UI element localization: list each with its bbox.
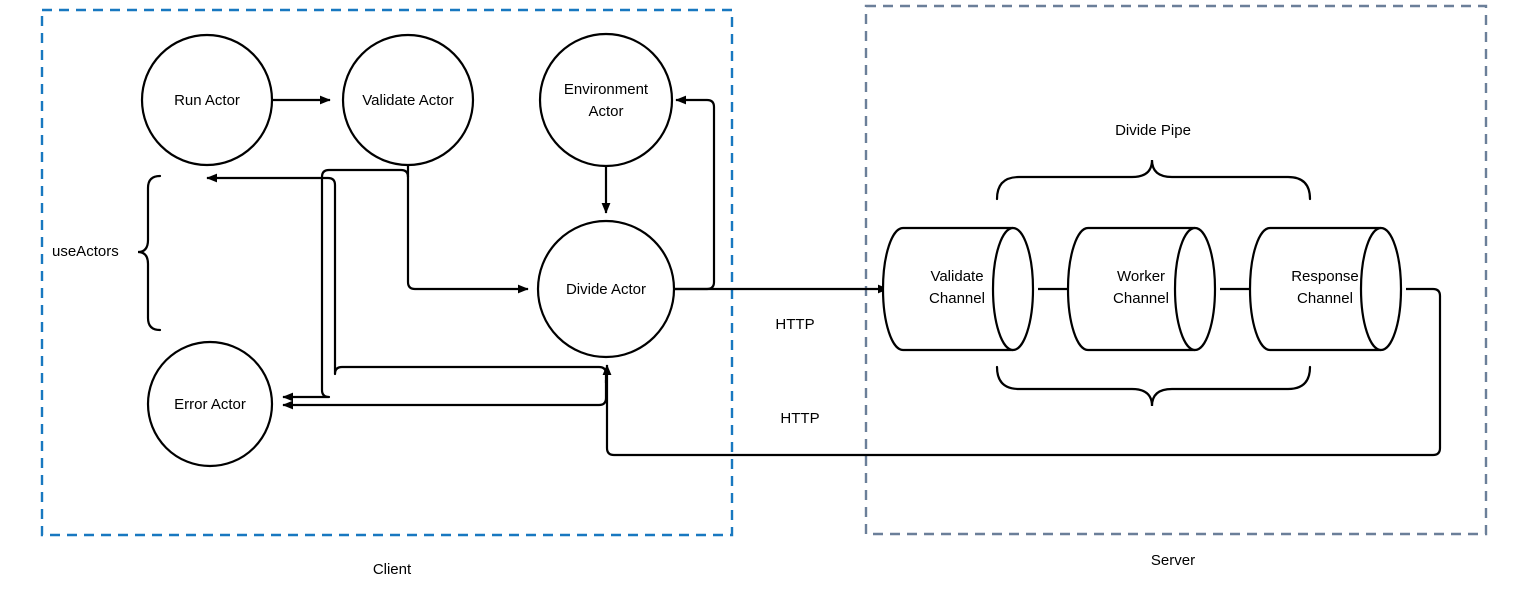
http-request-label: HTTP xyxy=(775,316,814,333)
validate-channel-label-line1: Validate xyxy=(930,268,983,285)
edge-divide-to-environment xyxy=(674,95,716,291)
divide-pipe-label: Divide Pipe xyxy=(1115,122,1191,139)
use-actors-brace-label: useActors xyxy=(52,243,119,260)
environment-actor-label-line1: Environment xyxy=(564,81,649,98)
server-zone-box xyxy=(864,4,1488,536)
node-validate-channel[interactable]: Validate Channel xyxy=(881,226,1035,352)
environment-actor-label-line2: Actor xyxy=(588,103,623,120)
divide-pipe-top-brace xyxy=(995,159,1312,201)
node-error-actor[interactable]: Error Actor xyxy=(146,340,274,468)
http-response-label: HTTP xyxy=(780,410,819,427)
node-divide-actor[interactable]: Divide Actor xyxy=(536,219,676,359)
response-channel-label-line2: Channel xyxy=(1297,290,1353,307)
node-run-actor[interactable]: Run Actor xyxy=(140,33,274,167)
edge-response-channel-to-divide xyxy=(602,287,1442,457)
run-actor-label: Run Actor xyxy=(174,92,240,109)
client-zone-label: Client xyxy=(373,561,412,578)
node-response-channel[interactable]: Response Channel xyxy=(1248,226,1403,352)
response-channel-label-line1: Response xyxy=(1291,268,1359,285)
divide-pipe-bottom-brace xyxy=(995,365,1312,407)
node-environment-actor[interactable]: Environment Actor xyxy=(538,32,674,168)
edge-divide-to-error xyxy=(282,380,608,410)
validate-channel-label-line2: Channel xyxy=(929,290,985,307)
client-zone-box xyxy=(40,8,734,537)
error-actor-label: Error Actor xyxy=(174,396,246,413)
node-validate-actor[interactable]: Validate Actor xyxy=(341,33,475,167)
worker-channel-label-line1: Worker xyxy=(1117,268,1165,285)
server-zone-label: Server xyxy=(1151,552,1195,569)
use-actors-brace xyxy=(137,174,162,332)
node-worker-channel[interactable]: Worker Channel xyxy=(1066,226,1217,352)
edge-validate-to-divide xyxy=(406,165,529,294)
divide-actor-label: Divide Actor xyxy=(566,281,646,298)
worker-channel-label-line2: Channel xyxy=(1113,290,1169,307)
validate-actor-label: Validate Actor xyxy=(362,92,453,109)
edge-validate-to-error xyxy=(282,168,410,402)
